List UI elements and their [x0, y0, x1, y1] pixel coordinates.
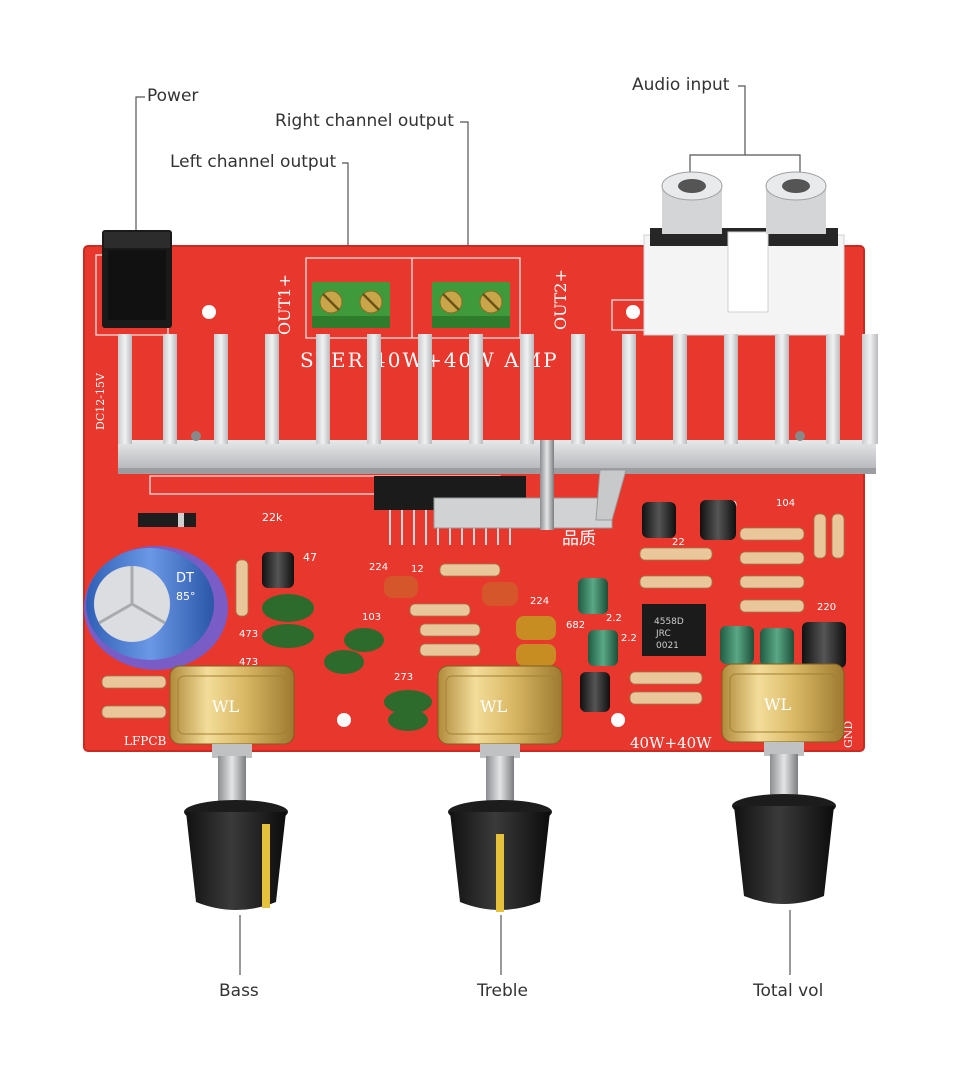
audio-input-label: Audio input — [632, 75, 730, 95]
treble-potentiometer[interactable]: WL — [437, 665, 563, 912]
right-output-leader — [460, 121, 469, 290]
small-electrolytic-capacitors — [262, 500, 846, 712]
power-jack — [102, 230, 172, 328]
gnd-marking: GND — [842, 721, 855, 748]
power-label: Power — [147, 86, 199, 106]
dc-marking: DC12-15V — [94, 372, 107, 430]
marking-273: 273 — [394, 672, 413, 683]
power-leader — [135, 96, 145, 230]
total-vol-label: Total vol — [753, 981, 824, 1001]
marking-2-2a: 2.2 — [606, 613, 622, 624]
film-capacitors — [262, 576, 556, 731]
rca-audio-input — [643, 171, 845, 336]
left-output-terminal — [312, 282, 390, 328]
marking-473b: 473 — [239, 657, 258, 668]
marking-224b: 224 — [530, 596, 549, 607]
marking-22c: 22 — [672, 537, 685, 548]
treble-label: Treble — [477, 981, 528, 1001]
heatsink — [118, 334, 878, 474]
heatsink-fins — [118, 334, 878, 444]
right-channel-output-label: Right channel output — [275, 111, 454, 131]
capacitor-marking: DT — [176, 571, 194, 586]
capacitor-temp-marking: 85° — [176, 590, 196, 603]
volume-pot-marking: WL — [764, 695, 791, 714]
marking-473a: 473 — [239, 629, 258, 640]
marking-103: 103 — [362, 612, 381, 623]
watts-marking: 40W+40W — [630, 734, 712, 752]
ic-marking-2: JRC — [655, 629, 671, 639]
leader-lines — [135, 85, 801, 975]
rca-jack-left — [661, 171, 723, 234]
marking-104: 104 — [776, 498, 795, 509]
brand-marking: LFPCB — [124, 734, 167, 748]
marking-224a: 224 — [369, 562, 388, 573]
marking-47: 47 — [303, 551, 317, 564]
marking-12: 12 — [411, 564, 424, 575]
ic-marking-3: 0021 — [656, 641, 679, 651]
ic-marking-1: 4558D — [654, 617, 684, 627]
total-volume-potentiometer[interactable]: WL — [721, 663, 845, 904]
opamp-ic: 4558D JRC 0021 — [642, 604, 706, 656]
amplifier-ic — [374, 440, 627, 545]
bass-potentiometer[interactable]: WL — [169, 665, 295, 910]
out1-marking: OUT1+ — [275, 274, 294, 335]
left-channel-output-label: Left channel output — [170, 152, 337, 172]
marking-22k: 22k — [262, 511, 283, 524]
rca-jack-right — [765, 171, 827, 234]
out2-marking: OUT2+ — [551, 269, 570, 330]
marking-220: 220 — [817, 602, 836, 613]
bass-pot-marking: WL — [212, 697, 239, 716]
marking-682: 682 — [566, 620, 585, 631]
right-output-terminal — [432, 282, 510, 328]
quality-marking: 品质 — [562, 529, 596, 549]
marking-2-2b: 2.2 — [621, 633, 637, 644]
audio-input-leader — [738, 85, 746, 155]
bass-label: Bass — [219, 981, 259, 1001]
main-filter-capacitor: DT 85° — [84, 546, 228, 670]
resistors — [101, 513, 845, 719]
treble-pot-marking: WL — [480, 697, 507, 716]
audio-input-bracket — [689, 154, 801, 172]
